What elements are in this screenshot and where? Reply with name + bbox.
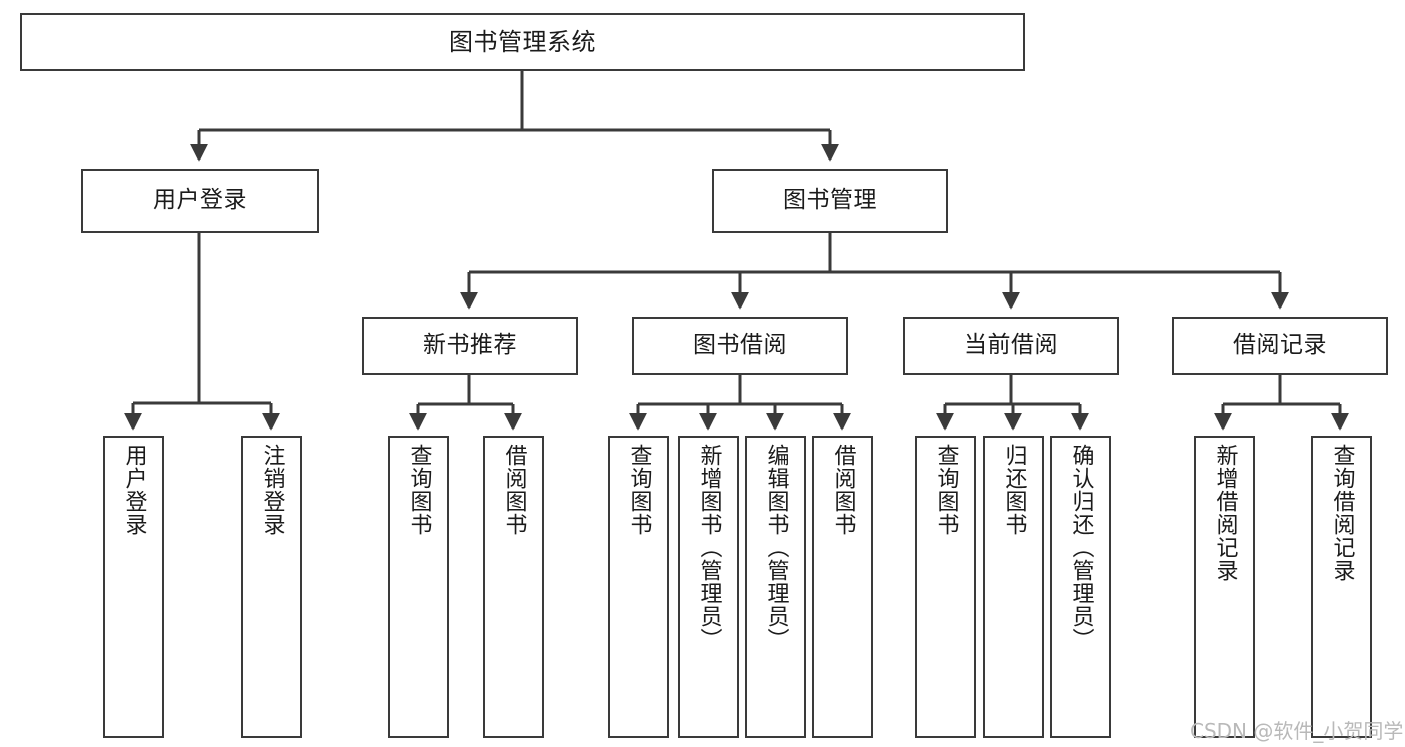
leaf-borrow-record-1-label: 新增借阅记录	[1212, 444, 1238, 582]
leaf-user-login-2-label: 注销登录	[259, 444, 285, 536]
leaf-book-borrow-2[interactable]: 新增图书（管理员）	[678, 436, 739, 738]
node-book-manage-label: 图书管理	[783, 187, 877, 214]
leaf-current-borrow-1[interactable]: 查询图书	[915, 436, 976, 738]
leaf-book-borrow-1[interactable]: 查询图书	[608, 436, 669, 738]
node-user-login[interactable]: 用户登录	[81, 169, 319, 233]
leaf-borrow-record-2-label: 查询借阅记录	[1329, 444, 1355, 582]
node-book-borrow-label: 图书借阅	[693, 332, 787, 359]
leaf-new-book-2[interactable]: 借阅图书	[483, 436, 544, 738]
node-new-book-recommend-label: 新书推荐	[423, 332, 517, 359]
leaf-new-book-1-label: 查询图书	[406, 444, 432, 536]
node-book-borrow[interactable]: 图书借阅	[632, 317, 848, 375]
leaf-current-borrow-1-label: 查询图书	[933, 444, 959, 536]
leaf-current-borrow-3-label: 确认归还（管理员）	[1068, 444, 1094, 651]
leaf-current-borrow-2[interactable]: 归还图书	[983, 436, 1044, 738]
leaf-book-borrow-1-label: 查询图书	[626, 444, 652, 536]
leaf-borrow-record-1[interactable]: 新增借阅记录	[1194, 436, 1255, 738]
leaf-new-book-1[interactable]: 查询图书	[388, 436, 449, 738]
node-user-login-label: 用户登录	[153, 187, 247, 214]
leaf-book-borrow-4-label: 借阅图书	[830, 444, 856, 536]
leaf-book-borrow-3[interactable]: 编辑图书（管理员）	[745, 436, 806, 738]
leaf-book-borrow-4[interactable]: 借阅图书	[812, 436, 873, 738]
node-root[interactable]: 图书管理系统	[20, 13, 1025, 71]
leaf-user-login-1-label: 用户登录	[121, 444, 147, 536]
node-borrow-record[interactable]: 借阅记录	[1172, 317, 1388, 375]
leaf-borrow-record-2[interactable]: 查询借阅记录	[1311, 436, 1372, 738]
leaf-book-borrow-3-label: 编辑图书（管理员）	[763, 444, 789, 651]
node-new-book-recommend[interactable]: 新书推荐	[362, 317, 578, 375]
node-root-label: 图书管理系统	[449, 27, 596, 56]
leaf-book-borrow-2-label: 新增图书（管理员）	[696, 444, 722, 651]
leaf-current-borrow-2-label: 归还图书	[1001, 444, 1027, 536]
node-current-borrow-label: 当前借阅	[964, 332, 1058, 359]
node-current-borrow[interactable]: 当前借阅	[903, 317, 1119, 375]
leaf-user-login-2[interactable]: 注销登录	[241, 436, 302, 738]
node-book-manage[interactable]: 图书管理	[712, 169, 948, 233]
leaf-new-book-2-label: 借阅图书	[501, 444, 527, 536]
leaf-current-borrow-3[interactable]: 确认归还（管理员）	[1050, 436, 1111, 738]
node-borrow-record-label: 借阅记录	[1233, 332, 1327, 359]
leaf-user-login-1[interactable]: 用户登录	[103, 436, 164, 738]
